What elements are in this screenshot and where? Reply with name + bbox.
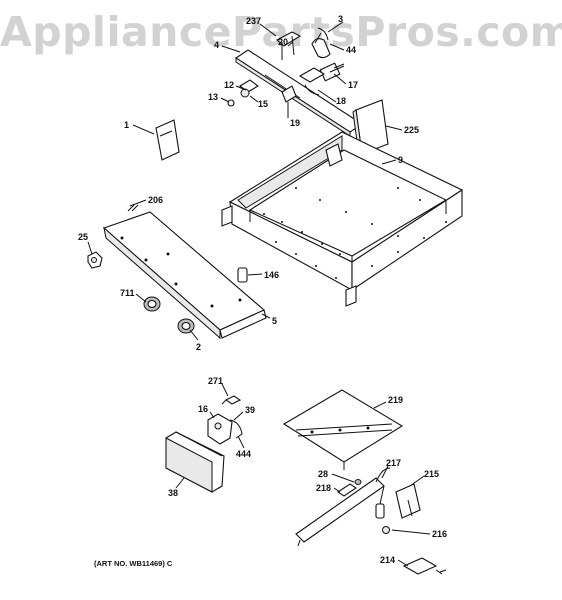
callout-15: 15 — [258, 99, 268, 109]
callout-146: 146 — [264, 270, 279, 280]
callout-28: 28 — [318, 469, 328, 479]
callout-17: 17 — [348, 80, 358, 90]
callout-1: 1 — [124, 120, 129, 130]
callout-237: 237 — [246, 16, 261, 26]
callout-271: 271 — [208, 376, 223, 386]
burner-tube-assembly — [295, 467, 447, 575]
callout-39: 39 — [245, 405, 255, 415]
burner-box — [221, 131, 464, 307]
valve-bracket-assembly — [165, 395, 243, 493]
callout-18: 18 — [336, 96, 346, 106]
leader-lines — [87, 21, 431, 567]
part-214 — [402, 557, 438, 575]
instruction-sheet — [155, 119, 180, 161]
callout-214: 214 — [380, 555, 395, 565]
callout-12: 12 — [224, 80, 234, 90]
watermark: AppliancePartsPros.com — [0, 8, 562, 56]
callout-217: 217 — [386, 458, 401, 468]
callout-3: 3 — [338, 14, 343, 24]
heat-deflector — [282, 389, 404, 470]
callout-20: 20 — [278, 37, 288, 47]
callout-25: 25 — [78, 232, 88, 242]
callout-216: 216 — [432, 529, 447, 539]
callout-2: 2 — [196, 342, 201, 352]
callout-206: 206 — [148, 195, 163, 205]
callout-215: 215 — [424, 469, 439, 479]
part-216 — [382, 526, 390, 534]
callout-13: 13 — [208, 92, 218, 102]
callout-711: 711 — [120, 288, 135, 298]
part-16 — [207, 413, 233, 445]
callout-19: 19 — [290, 118, 300, 128]
art-number: (ART NO. WB11469) C — [94, 559, 173, 568]
panel-hardware — [87, 251, 248, 334]
part-218 — [337, 483, 357, 497]
callout-38: 38 — [168, 488, 178, 498]
callout-4: 4 — [214, 40, 219, 50]
callout-218: 218 — [316, 483, 331, 493]
part-28 — [354, 479, 362, 485]
callout-5: 5 — [272, 316, 277, 326]
callout-219: 219 — [388, 395, 403, 405]
callout-444: 444 — [236, 449, 251, 459]
callout-labels: 237 3 4 20 44 12 13 15 17 18 19 1 225 9 … — [78, 14, 447, 568]
box-holes — [263, 187, 447, 279]
part-146 — [237, 267, 248, 283]
manifold-assembly — [227, 27, 364, 137]
part-271 — [224, 395, 242, 405]
callout-44: 44 — [346, 45, 356, 55]
manifold-panel — [102, 204, 267, 340]
callout-16: 16 — [198, 404, 208, 414]
callout-225: 225 — [404, 125, 419, 135]
callout-9: 9 — [398, 155, 403, 165]
